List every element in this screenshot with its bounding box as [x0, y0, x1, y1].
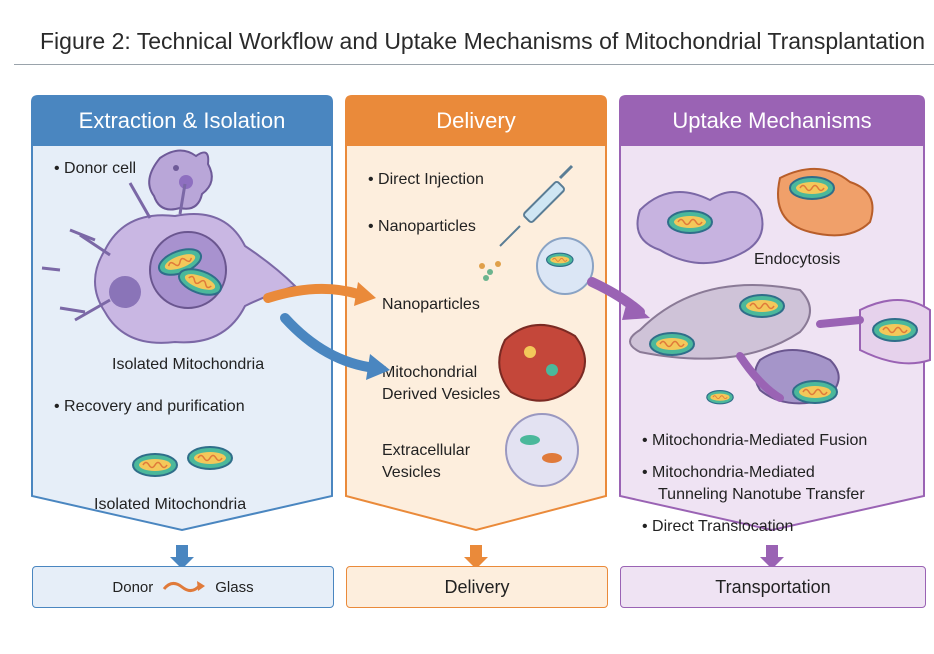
label-nanoparticles-1: Nanoparticles: [368, 216, 476, 238]
label-isolated-mitochondria-2: Isolated Mitochondria: [94, 496, 247, 513]
label-fusion: Mitochondria-Mediated Fusion: [642, 430, 867, 452]
label-direct-translocation: Direct Translocation: [642, 516, 793, 538]
footer-delivery: Delivery: [346, 566, 608, 608]
label-tnt-line2: Tunneling Nanotube Transfer: [658, 486, 865, 503]
footer-donor-label: Donor: [112, 578, 154, 596]
panel-delivery: Delivery Direct Injection Nanoparticles …: [345, 95, 607, 532]
label-recovery-purification: Recovery and purification: [54, 396, 245, 418]
title-divider: [14, 64, 934, 65]
panel-delivery-header: Delivery: [436, 108, 516, 133]
panel-uptake-header: Uptake Mechanisms: [672, 108, 872, 133]
label-ev-line2: Vesicles: [382, 464, 441, 481]
label-isolated-mitochondria-1: Isolated Mitochondria: [112, 356, 265, 373]
arrow-down-delivery: [464, 545, 488, 569]
footer-transportation: Transportation: [620, 566, 926, 608]
footer-glass-label: Glass: [215, 578, 254, 596]
label-mdv-line1: Mitochondrial: [382, 364, 478, 381]
arrow-down-extraction: [170, 545, 194, 569]
footer-extraction: Donor Glass: [32, 566, 334, 608]
figure-title: Figure 2: Technical Workflow and Uptake …: [40, 28, 926, 54]
transfer-arrow-icon: [163, 581, 206, 592]
label-mdv-line2: Derived Vesicles: [382, 386, 501, 403]
label-nanoparticles-2: Nanoparticles: [382, 296, 480, 313]
label-ev-line1: Extracellular: [382, 442, 471, 459]
label-tnt-line1: Mitochondria-Mediated: [642, 462, 815, 484]
label-direct-injection: Direct Injection: [368, 169, 484, 191]
label-endocytosis: Endocytosis: [754, 251, 841, 268]
panel-uptake: Uptake Mechanisms Endocytosis Mitochondr…: [619, 95, 925, 535]
panel-extraction: Extraction & Isolation Donor cell Isolat…: [31, 95, 333, 532]
label-donor-cell: Donor cell: [54, 158, 136, 180]
panel-extraction-header: Extraction & Isolation: [78, 108, 286, 133]
arrow-down-uptake: [760, 545, 784, 569]
